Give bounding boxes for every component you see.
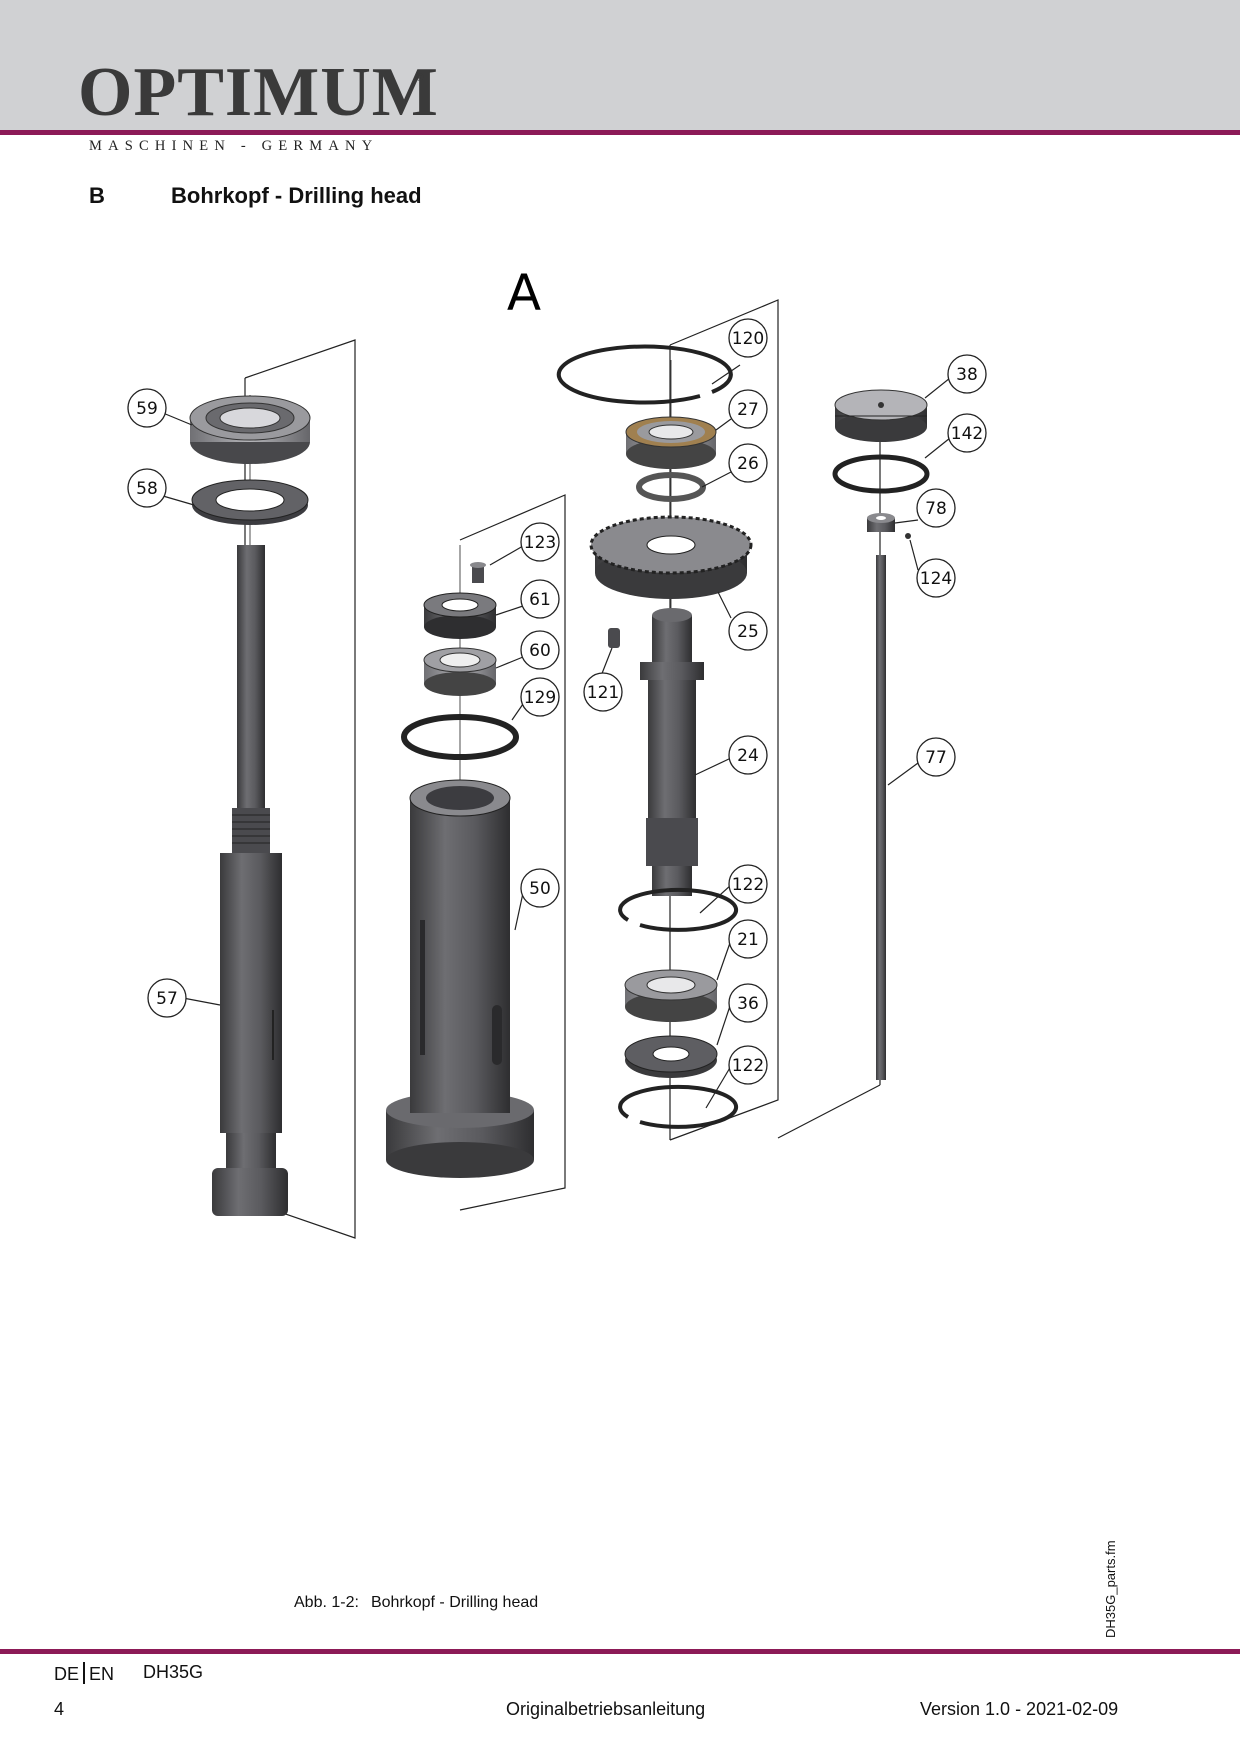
part-key-121 <box>608 628 620 648</box>
part-washer-58 <box>191 479 309 525</box>
callout-121: 121 <box>583 672 623 712</box>
svg-text:50: 50 <box>529 879 551 899</box>
part-screw-123 <box>470 562 486 583</box>
callout-123: 123 <box>520 522 560 562</box>
part-oring-129 <box>401 714 519 760</box>
svg-text:24: 24 <box>737 746 759 766</box>
part-collar-78 <box>867 513 895 532</box>
header-rule <box>0 130 1240 135</box>
svg-text:122: 122 <box>732 875 764 895</box>
part-bearing-21 <box>624 969 718 1022</box>
svg-text:78: 78 <box>925 499 947 519</box>
part-spindle-57 <box>212 545 288 1216</box>
part-bearing-60 <box>423 647 497 696</box>
part-circlip-122-upper <box>618 887 739 932</box>
callout-27: 27 <box>728 389 768 429</box>
callout-57: 57 <box>147 978 187 1018</box>
svg-text:21: 21 <box>737 930 759 950</box>
part-gear-25 <box>589 515 753 599</box>
section-title: Bohrkopf - Drilling head <box>171 183 422 208</box>
callout-77: 77 <box>916 737 956 777</box>
registered-mark: ® <box>416 72 425 84</box>
svg-text:36: 36 <box>737 994 759 1014</box>
callout-78: 78 <box>916 488 956 528</box>
lang-de: DE <box>54 1664 80 1684</box>
assembly-outlines <box>244 299 881 1239</box>
callout-120: 120 <box>728 318 768 358</box>
callout-124: 124 <box>916 558 956 598</box>
svg-text:58: 58 <box>136 479 158 499</box>
callout-24: 24 <box>728 735 768 775</box>
part-callouts: 120 38 59 27 142 26 58 78 123 124 61 25 … <box>127 318 987 1085</box>
document-type: Originalbetriebsanleitung <box>506 1699 706 1719</box>
svg-text:60: 60 <box>529 641 551 661</box>
page-number: 4 <box>54 1699 65 1719</box>
callout-122-lower: 122 <box>728 1045 768 1085</box>
callout-129: 129 <box>520 677 560 717</box>
svg-text:120: 120 <box>732 329 764 349</box>
svg-text:124: 124 <box>920 569 952 589</box>
svg-text:142: 142 <box>951 424 983 444</box>
brand-logo: OPTIMUM <box>78 54 439 131</box>
part-circlip-120 <box>556 344 733 405</box>
svg-text:27: 27 <box>737 400 759 420</box>
callout-50: 50 <box>520 868 560 908</box>
callout-142: 142 <box>947 413 987 453</box>
svg-text:38: 38 <box>956 365 978 385</box>
callout-61: 61 <box>520 579 560 619</box>
source-file-label: DH35G_parts.fm <box>1103 1540 1118 1638</box>
caption-text: Bohrkopf - Drilling head <box>370 1594 539 1611</box>
leader-lines <box>162 364 951 1109</box>
part-seal-36 <box>624 1035 718 1078</box>
callout-36: 36 <box>728 983 768 1023</box>
callout-122-upper: 122 <box>728 864 768 904</box>
svg-text:57: 57 <box>156 989 178 1009</box>
section-letter: B <box>89 183 105 208</box>
callout-59: 59 <box>127 388 167 428</box>
language-indicator: DE EN <box>54 1662 114 1685</box>
figure-caption: Abb. 1-2: Bohrkopf - Drilling head <box>294 1594 538 1612</box>
svg-text:26: 26 <box>737 454 759 474</box>
model-name: DH35G <box>143 1662 204 1682</box>
part-rod-77 <box>876 555 886 1080</box>
svg-text:77: 77 <box>925 748 947 768</box>
part-collar-61 <box>423 592 497 639</box>
svg-text:61: 61 <box>529 590 551 610</box>
exploded-parts-diagram: A 120 38 59 27 142 26 58 78 123 124 61 2… <box>127 264 987 1239</box>
lang-en: EN <box>89 1664 115 1684</box>
part-bearing-27 <box>625 416 717 469</box>
svg-text:129: 129 <box>524 688 556 708</box>
callout-38: 38 <box>947 354 987 394</box>
group-label: A <box>507 264 541 322</box>
callout-60: 60 <box>520 630 560 670</box>
footer-rule <box>0 1649 1240 1654</box>
part-pin-124 <box>905 533 911 539</box>
caption-number: Abb. 1-2: <box>294 1594 359 1611</box>
callout-58: 58 <box>127 468 167 508</box>
version-date: Version 1.0 - 2021-02-09 <box>920 1699 1119 1719</box>
svg-text:121: 121 <box>587 683 619 703</box>
lang-separator <box>83 1662 86 1684</box>
callout-25: 25 <box>728 611 768 651</box>
part-shaft-24 <box>640 608 704 896</box>
callout-26: 26 <box>728 443 768 483</box>
part-sleeve-50 <box>386 779 534 1178</box>
svg-text:59: 59 <box>136 399 158 419</box>
part-bearing-59 <box>189 395 311 464</box>
brand-tagline: MASCHINEN - GERMANY <box>89 138 379 154</box>
part-cap-38 <box>834 389 928 442</box>
svg-text:123: 123 <box>524 533 556 553</box>
callout-21: 21 <box>728 919 768 959</box>
part-circlip-122-lower <box>618 1084 739 1129</box>
part-oring-142 <box>832 454 930 494</box>
header-band <box>0 0 1240 132</box>
svg-text:25: 25 <box>737 622 759 642</box>
svg-text:122: 122 <box>732 1056 764 1076</box>
